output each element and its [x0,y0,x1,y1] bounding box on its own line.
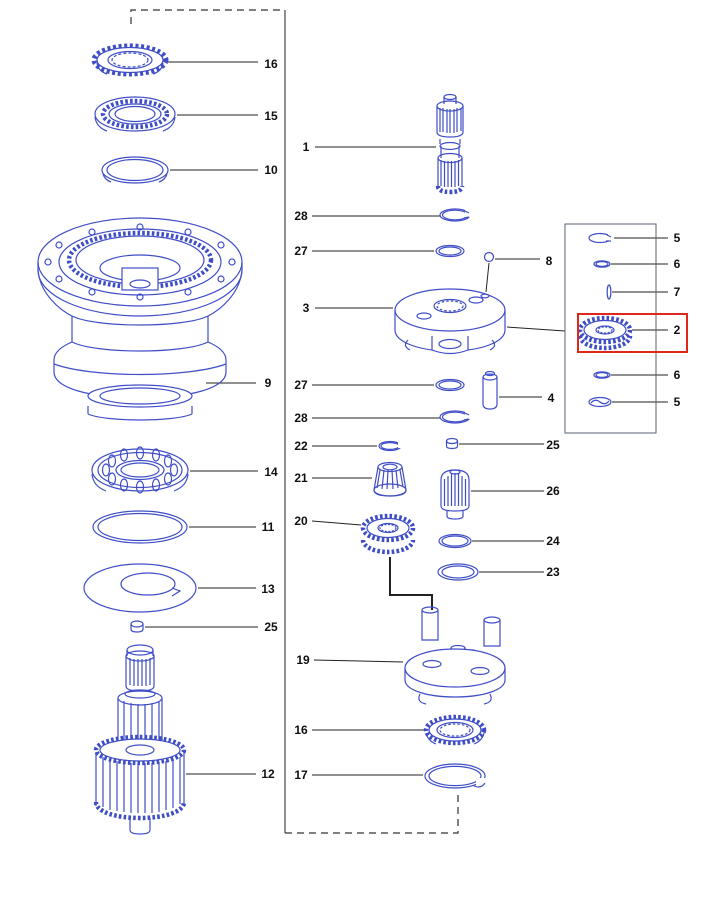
part-snap-ring-28-lower [439,410,473,424]
callout-label: 15 [264,109,278,123]
highlight-box-part-2 [577,313,688,353]
leader-lines-midright [459,258,544,573]
part-ring-6-top [593,260,611,268]
callout-label: 16 [264,57,278,71]
callout-label: 27 [294,244,308,258]
assembly-boundary [130,9,459,834]
part-pin-7 [606,284,612,300]
callout-label: 25 [546,438,560,452]
callout-label: 14 [264,465,278,479]
callout-label: 28 [294,209,308,223]
callout-label: 10 [264,163,278,177]
part-locknut-16-top [91,43,169,77]
part-roller-bearing-14 [91,446,189,494]
part-ring-11 [92,510,188,544]
part-gear-2-highlighted [577,315,633,351]
part-coupling-gear-26 [440,469,470,520]
callout-label: 1 [303,140,310,154]
callout-label: 23 [546,565,560,579]
callout-label: 22 [294,439,308,453]
part-housing-9 [37,217,243,421]
part-ring-27-upper [435,244,465,258]
leader-lines-left [145,61,258,775]
callout-label: 5 [674,231,681,245]
part-planet-carrier-19 [404,606,506,705]
subassembly-box [564,223,657,434]
part-sun-shaft-1 [435,93,465,195]
callout-label: 16 [294,723,308,737]
leader-lines-center [311,146,440,776]
callout-labels: 16 15 10 9 14 11 13 25 12 1 28 27 3 27 2… [261,57,680,782]
part-ring-6-bottom [593,371,611,379]
link-gear20-to-carrier19 [389,557,433,618]
part-plug-25-center [445,437,459,450]
callout-label: 25 [264,620,278,634]
part-ring-10 [101,156,169,184]
callout-label: 21 [294,471,308,485]
part-ring-27-lower [435,378,465,392]
callout-label: 26 [546,484,560,498]
part-snap-ring-28-upper [439,208,473,222]
callout-label: 12 [261,767,275,781]
callout-label: 11 [262,520,275,534]
part-planet-gear-20 [360,513,416,555]
part-planet-carrier-3 [394,288,506,355]
part-plug-8 [483,251,495,263]
part-locknut-16-bottom [423,714,487,746]
part-snap-ring-5-top [588,232,614,244]
part-tapered-gear-21 [373,461,407,497]
callout-label: 9 [265,376,272,390]
callout-label: 4 [548,391,555,405]
callout-label: 6 [674,368,681,382]
link-plug8-centerline [485,262,490,293]
callout-label: 17 [294,768,308,782]
part-snap-ring-22 [378,440,404,452]
callout-label: 19 [296,653,310,667]
callout-label: 20 [294,514,308,528]
part-ring-24 [438,533,472,549]
callout-label: 7 [674,285,681,299]
link-carrier3-to-subassembly [506,326,566,332]
part-ring-23 [437,563,479,581]
part-shaft-gear-12 [93,644,187,835]
callout-label: 24 [546,534,560,548]
callout-label: 28 [294,411,308,425]
callout-label-highlighted: 2 [674,323,681,337]
leader-lines [145,61,668,776]
part-snap-ring-17 [424,763,488,789]
callout-label: 5 [674,395,681,409]
part-pin-4 [482,370,498,410]
callout-label: 13 [261,582,275,596]
leader-lines-farright [611,237,668,403]
callout-label: 3 [303,301,310,315]
boundary-dash-top [130,9,285,24]
callout-label: 27 [294,378,308,392]
callout-label: 6 [674,257,681,271]
part-thrust-plate-13 [83,563,197,613]
part-plug-25-left [130,620,144,633]
callout-label: 8 [546,254,553,268]
part-wave-washer-5-bottom [588,396,612,408]
part-bearing-15 [94,96,176,132]
boundary-dash-bottom [285,792,459,834]
